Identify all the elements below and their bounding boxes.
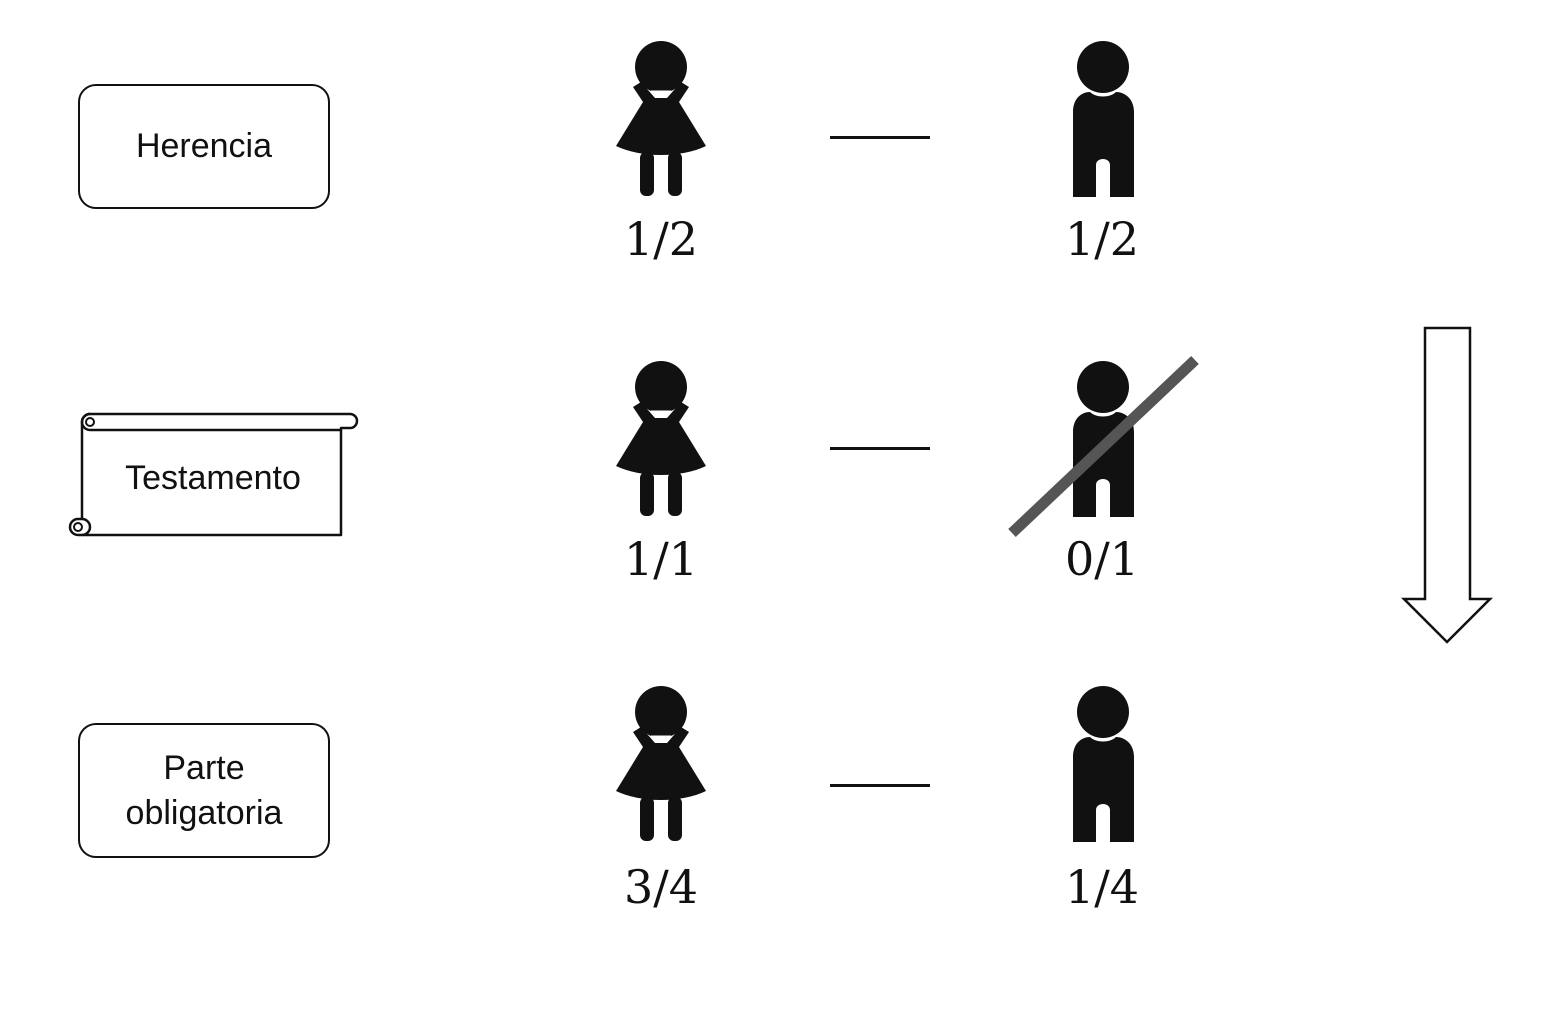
label-parte-obligatoria: Parte obligatoria — [78, 723, 330, 858]
label-testamento: Testamento — [125, 459, 301, 497]
male-share-fraction: 1/4 — [1064, 860, 1140, 914]
male-share-fraction: 0/1 — [1064, 532, 1140, 586]
male-person-icon — [1073, 41, 1134, 197]
label-herencia: Herencia — [78, 84, 330, 209]
female-person-icon — [616, 686, 706, 841]
separator-dash — [830, 136, 930, 139]
separator-dash — [830, 784, 930, 787]
male-share-fraction: 1/2 — [1064, 212, 1140, 266]
label-line-2: obligatoria — [125, 793, 283, 832]
female-person-icon — [616, 361, 706, 516]
female-share-fraction: 1/1 — [623, 532, 699, 586]
separator-dash — [830, 447, 930, 450]
female-person-icon — [616, 41, 706, 196]
label-line-1: Parte — [163, 749, 245, 788]
male-person-icon — [1073, 686, 1134, 842]
label-herencia-text: Herencia — [135, 127, 273, 166]
female-share-fraction: 3/4 — [623, 860, 699, 914]
female-share-fraction: 1/2 — [623, 212, 699, 266]
scroll-shape — [68, 412, 359, 537]
down-arrow-icon — [1400, 326, 1494, 644]
